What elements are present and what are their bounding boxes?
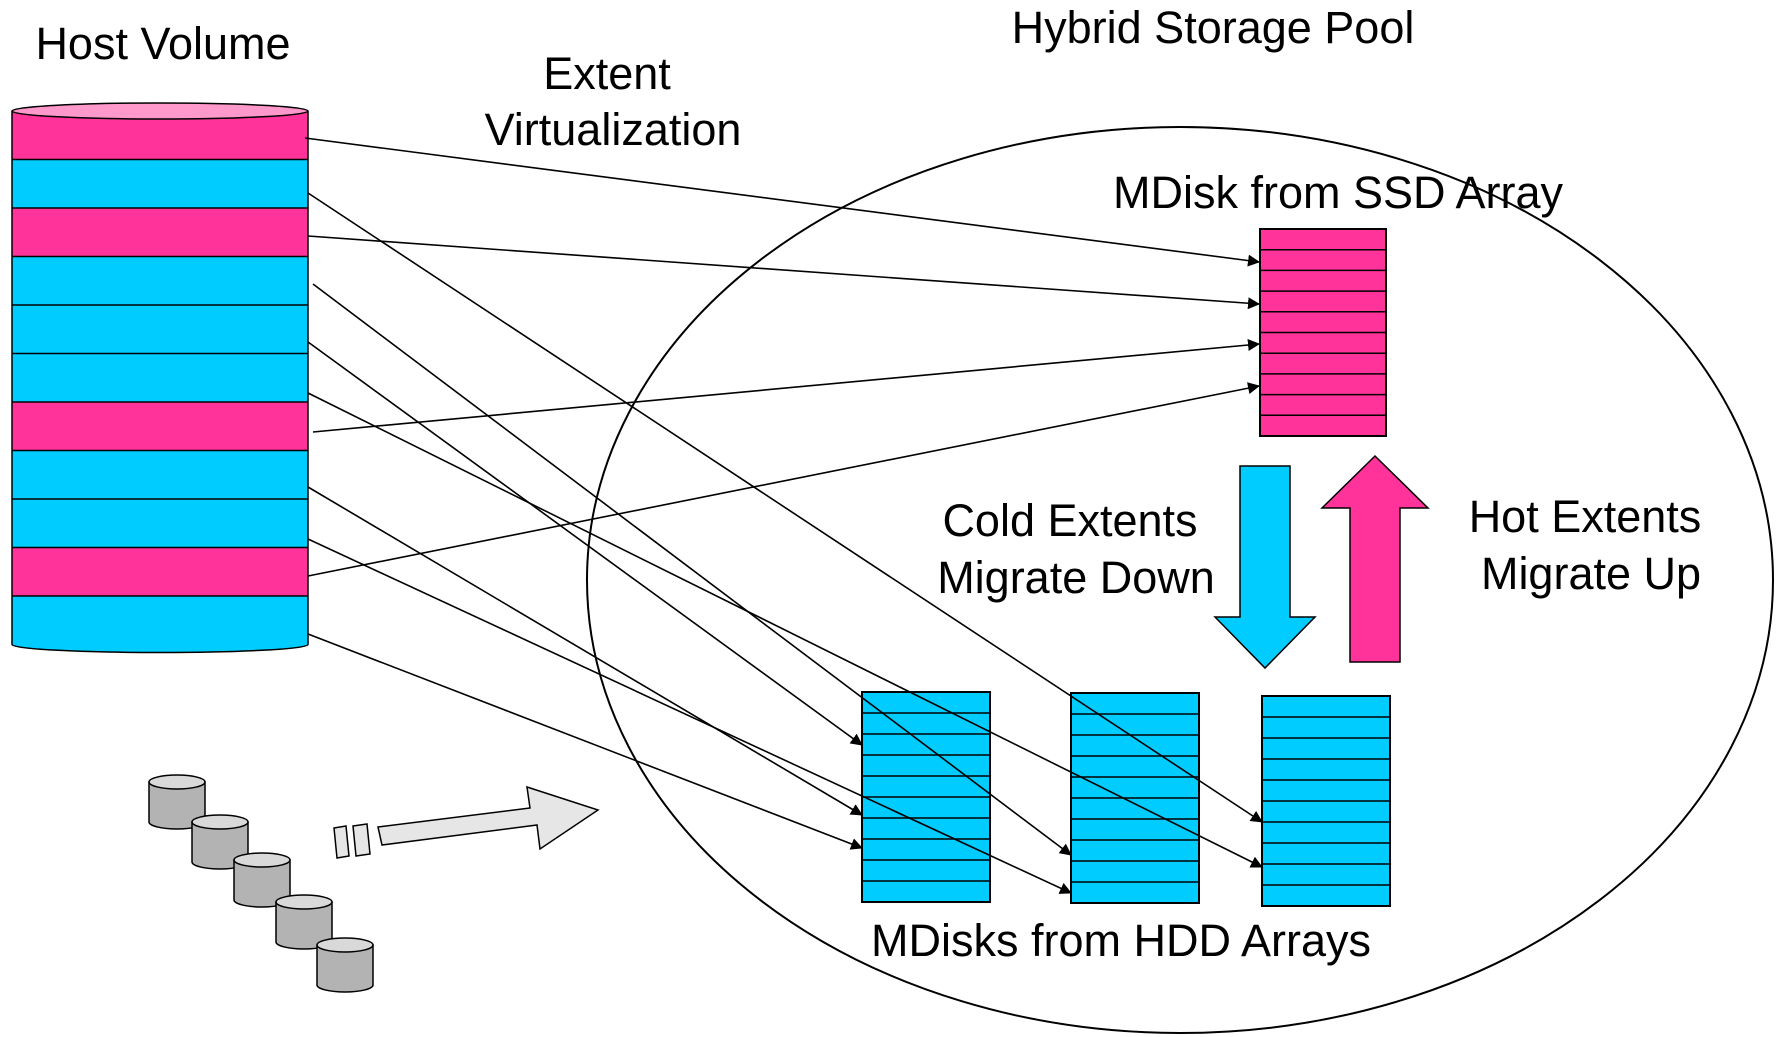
mapping-line-11 [307, 633, 863, 850]
host-extent-cold [12, 353, 308, 402]
host-extent-hot [12, 402, 308, 451]
arrow-down-icon [1213, 465, 1317, 670]
host-volume-cylinder [11, 102, 309, 654]
small-disk-4 [275, 894, 333, 950]
mapping-line-7 [307, 341, 863, 746]
cold-extents-label-line1: Cold Extents [942, 495, 1197, 546]
database-icon [148, 774, 374, 993]
host-extent-cold [12, 159, 308, 208]
cold-extents-label-line2: Migrate Down [937, 552, 1215, 603]
hybrid-storage-pool [586, 126, 1774, 1034]
extent-virtualization-label-line1: Extent [543, 48, 671, 99]
host-extent-cold [12, 499, 308, 548]
hot-extents-label-line1: Hot Extents [1469, 491, 1702, 542]
mapping-line-3 [312, 339, 1260, 433]
mapping-line-9 [307, 486, 863, 816]
mapping-line-6 [312, 283, 1072, 856]
mapping-line-4 [307, 382, 1260, 577]
extent-virtualization-label-line2: Virtualization [485, 104, 742, 155]
host-extent-hot [12, 208, 308, 257]
host-extent-cold [12, 305, 308, 354]
host-extent-cold [12, 256, 308, 305]
hdd-array-block-1 [861, 691, 991, 903]
ssd-mdisk [1259, 228, 1387, 437]
hdd-array-block-2 [1070, 692, 1200, 904]
small-disk-5 [316, 937, 374, 993]
host-extent-cold [12, 450, 308, 499]
host-volume-label: Host Volume [35, 18, 290, 69]
hot-extents-label-line2: Migrate Up [1481, 548, 1701, 599]
mapping-line-10 [307, 538, 1072, 894]
mapping-line-5 [307, 192, 1263, 823]
hdd-mdisks-label: MDisks from HDD Arrays [871, 915, 1371, 966]
hdd-mdisks [861, 691, 1391, 907]
mapping-line-2 [307, 235, 1260, 310]
host-extent-hot [12, 547, 308, 596]
host-volume-top [11, 102, 309, 120]
ssd-mdisk-label: MDisk from SSD Array [1113, 167, 1564, 218]
mapping-line-8 [307, 392, 1263, 868]
host-extent-cold [12, 596, 308, 645]
arrow-up-icon [1320, 454, 1430, 663]
mapping-line-1 [304, 137, 1260, 267]
extent-mapping-lines [304, 137, 1263, 894]
hdd-array-block-3 [1261, 695, 1391, 907]
arrow-right-icon [333, 785, 600, 859]
pool-title: Hybrid Storage Pool [1012, 2, 1415, 53]
ssd-array-block [1259, 228, 1387, 437]
